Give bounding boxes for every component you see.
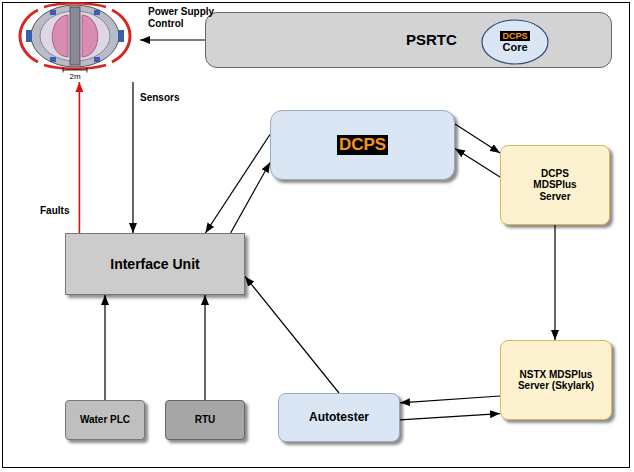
server-box: DCPS MDSPlus Server — [500, 145, 610, 225]
interface-box: Interface Unit — [65, 233, 245, 295]
connector-arrow — [400, 414, 500, 420]
edge-label: Faults — [40, 205, 76, 217]
connector-arrow — [554, 225, 555, 340]
connector-arrow — [204, 295, 205, 400]
tokamak: 2m — [10, 2, 140, 82]
rtu-box: RTU — [165, 400, 245, 440]
connector-arrow — [104, 295, 105, 400]
connector-arrow — [79, 82, 81, 233]
node-label: DCPS — [500, 31, 529, 41]
connector-arrow — [205, 135, 270, 234]
node-label: NSTX MDSPlus Server (Skylark) — [516, 369, 596, 392]
node-label: Water PLC — [80, 414, 130, 426]
server-box: NSTX MDSPlus Server (Skylark) — [500, 340, 612, 420]
connector-arrow — [132, 82, 133, 233]
edge-label: Power Supply Control — [148, 6, 220, 30]
system-box: DCPS — [270, 110, 455, 180]
connector-arrow — [245, 276, 339, 393]
edge-label: Sensors — [140, 92, 200, 104]
node-label: RTU — [195, 414, 216, 426]
node-label: Core — [502, 41, 527, 54]
ellipse-shape — [482, 20, 548, 64]
realtime-computer-box: PSRTC DCPSCore — [205, 12, 612, 68]
connector-arrow — [140, 39, 205, 40]
node-label: PSRTC — [406, 31, 457, 48]
core-ellipse: DCPSCore — [481, 19, 549, 65]
connector-arrow — [231, 163, 270, 234]
node-label: DCPS MDSPlus Server — [524, 168, 586, 203]
node-label: DCPS — [337, 135, 388, 155]
node-label: 2m — [69, 72, 80, 81]
tokamak-illustration — [10, 2, 140, 82]
tester-box: Autotester — [278, 393, 400, 442]
node-label: Interface Unit — [110, 256, 199, 272]
connector-arrow — [400, 396, 500, 403]
connector-arrow — [455, 124, 500, 153]
connector-arrow — [455, 149, 500, 178]
plc-box: Water PLC — [65, 400, 145, 440]
node-label: Autotester — [309, 411, 369, 425]
